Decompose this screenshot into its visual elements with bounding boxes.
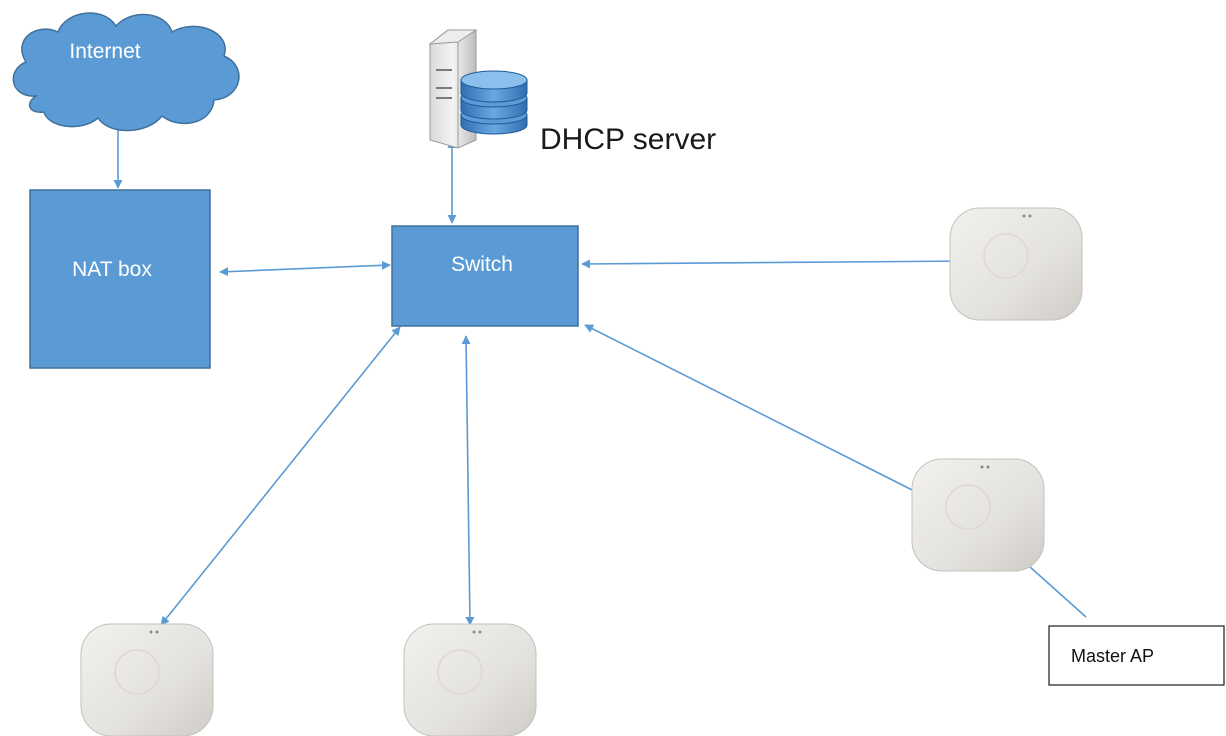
connector-switch-ap-bottom-center — [461, 335, 475, 626]
connector-note-master-ap — [1019, 557, 1087, 618]
connector-switch-ap-master — [584, 324, 933, 501]
internet-label: Internet — [69, 40, 140, 63]
server-database-icon: DHCP server — [428, 29, 716, 156]
access-point-icon — [403, 623, 537, 736]
master-ap-note-box — [1048, 625, 1225, 686]
access-point-icon — [949, 207, 1083, 321]
switch-rect — [391, 225, 579, 327]
access-point-icon — [911, 458, 1045, 572]
dhcp-server-label: DHCP server — [540, 123, 716, 156]
cloud-icon — [12, 12, 240, 132]
nat-box-node: NAT box — [29, 189, 211, 369]
switch-node: Switch — [391, 225, 579, 327]
nat-box-label: NAT box — [72, 258, 152, 281]
access-point-icon — [80, 623, 214, 736]
master-ap-note: Master AP — [1048, 625, 1225, 686]
connector-nat-switch — [219, 260, 391, 277]
switch-label: Switch — [451, 253, 513, 276]
connector-switch-ap-bottom-left — [160, 326, 401, 626]
connector-switch-ap-right — [581, 256, 971, 269]
internet-node: Internet — [12, 12, 240, 132]
nat-box-rect — [29, 189, 211, 369]
connectors — [113, 120, 1087, 626]
master-ap-label: Master AP — [1071, 646, 1154, 666]
database-icon — [460, 70, 528, 135]
